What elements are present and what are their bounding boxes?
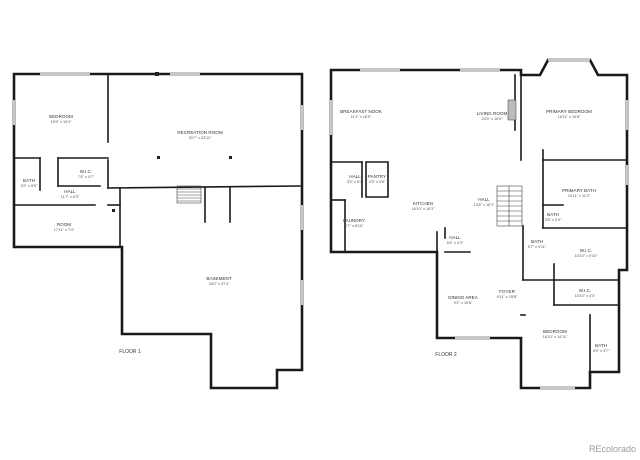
floor-1-title: FLOOR 1: [119, 349, 141, 355]
floor-2-bath-corner-label: BATH: [595, 343, 607, 348]
floor-2-bath-corner-dim: 4'9" x 3'7": [593, 349, 610, 353]
floor-2-foyer-dim: 9'11" x 15'8": [497, 295, 518, 299]
floor-2-primary-bedroom-dim: 16'11" x 16'8": [558, 115, 581, 119]
floor-1-post: [155, 72, 159, 76]
floor-1-hall-dim: 11'7" x 8'3": [61, 195, 80, 199]
floor-2-bedroom-label: BEDROOM: [543, 329, 567, 334]
floor-1-recreation-dim: 30'7" x 23'11": [189, 136, 212, 140]
floor-2-dining-label: DINING AREA: [448, 295, 479, 300]
floor-2-dining-dim: 9'2" x 15'8": [454, 301, 473, 305]
floor-2-foyer-label: FOYER: [499, 289, 516, 294]
floor-1-wic-dim: 7'6" x 4'7": [78, 175, 95, 179]
floor-2-stairs: [496, 185, 523, 227]
floor-2-primary-bedroom-label: PRIMARY BEDROOM: [546, 109, 592, 114]
floor-2-plan: BREAKFAST NOOK 11'1" x 16'9" LIVING ROOM…: [329, 58, 629, 390]
floor-1-basement-dim: 34'0" x 37'4": [209, 282, 230, 286]
floor-1-recreation-label: RECREATION ROOM: [177, 130, 223, 135]
floor-2-hall-lower-label: HALL: [449, 235, 461, 240]
floor-2-title: FLOOR 2: [435, 352, 457, 358]
watermark-text: REcolorado: [589, 444, 636, 454]
floor-2-laundry-label: LAUNDRY: [343, 218, 365, 223]
floor-2-kitchen-label: KITCHEN: [413, 201, 433, 206]
floor-1-room-label: ROOM: [57, 222, 71, 227]
floor-1-bath-dim: 5'2" x 8'5": [21, 184, 38, 188]
floor-1-bedroom-dim: 16'9" x 15'4": [51, 120, 72, 124]
floor-1-post: [229, 156, 232, 159]
floor-2-hall-small-dim: 3'3" x 8'3": [347, 180, 364, 184]
floor-2-hall-lower-dim: 5'4" x 4'3": [447, 241, 464, 245]
floor-2-primary-bath-label: PRIMARY BATH: [562, 188, 596, 193]
floor-1-exterior-walls: [12, 72, 304, 390]
floor-2-interior-wall: [365, 161, 389, 198]
floor-1-post: [112, 209, 115, 212]
floor-2-wic-lower-label: W.I.C.: [579, 288, 592, 293]
floor-1-bath-label: BATH: [23, 178, 35, 183]
floor-2-breakfast-label: BREAKFAST NOOK: [340, 109, 383, 114]
floor-2-pantry-dim: 4'3" x 5'8": [369, 180, 386, 184]
floor-2-bath-small-dim: 3'5" x 3'4": [545, 218, 562, 222]
floor-2-exterior-walls: [329, 58, 629, 390]
floor-2-laundry-dim: 6'7" x 8'10": [345, 224, 364, 228]
floor-2-hall-small-label: HALL: [349, 174, 361, 179]
fireplace-icon: [507, 99, 517, 121]
floor-2-bath-small-label: BATH: [547, 212, 559, 217]
floor-2-kitchen-dim: 16'10" x 16'3": [412, 207, 436, 211]
floor-2-primary-bath-dim: 14'11" x 11'2": [568, 194, 591, 198]
floor-1-interior-wall: [107, 185, 301, 189]
floor-1-stairs: [176, 185, 202, 204]
floor-2-hall-main-dim: 13'8" x 16'1": [474, 203, 495, 207]
floor-2-wic-upper-dim: 10'10" x 9'10": [575, 254, 599, 258]
floor-1-basement-label: BASEMENT: [206, 276, 231, 281]
floor-2-breakfast-dim: 11'1" x 16'9": [351, 115, 372, 119]
floor-1-plan: BEDROOM 16'9" x 15'4" RECREATION ROOM 30…: [12, 72, 304, 390]
floor-2-living-dim: 24'3" x 16'9": [482, 117, 503, 121]
floor-2-hall-main-label: HALL: [478, 197, 490, 202]
floor-1-bedroom-label: BEDROOM: [49, 114, 73, 119]
floor-2-bath-mid-label: BATH: [531, 239, 543, 244]
floor-1-hall-label: HALL: [64, 189, 76, 194]
floor-1-room-dim: 17'11" x 7'4": [54, 228, 75, 232]
floor-2-wic-lower-dim: 10'10" x 4'3": [575, 294, 596, 298]
floor-2-bedroom-dim: 16'10" x 14'11": [543, 335, 568, 339]
floor-1-post: [157, 156, 160, 159]
floor-2-living-label: LIVING ROOM: [477, 111, 508, 116]
floor-2-wic-upper-label: W.I.C.: [580, 248, 593, 253]
floor-2-pantry-label: PANTRY: [368, 174, 386, 179]
floor-2-bath-mid-dim: 5'7" x 9'11": [528, 245, 547, 249]
floor-1-wic-label: W.I.C.: [80, 169, 93, 174]
